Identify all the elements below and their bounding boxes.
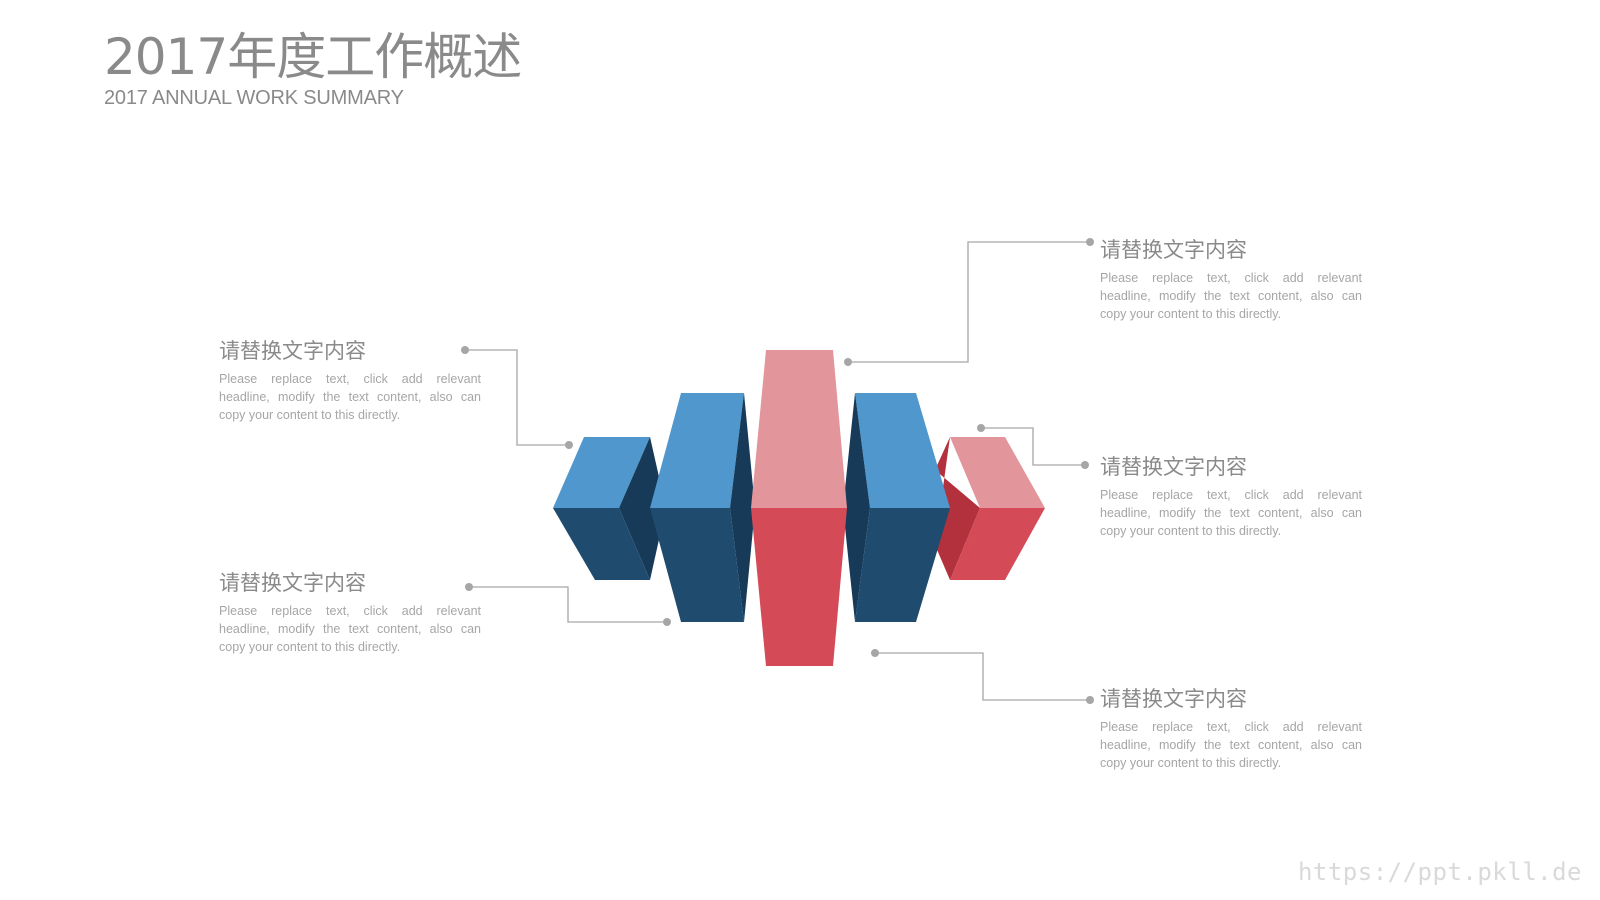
- callout-left-bottom: 请替换文字内容 Please replace text, click add r…: [219, 571, 481, 656]
- bar-4-top: [855, 393, 950, 508]
- callout-body: Please replace text, click add relevant …: [1100, 271, 1362, 322]
- bar-2-front: [650, 508, 744, 622]
- page-title: 2017年度工作概述: [104, 28, 522, 86]
- connector-left-top: [465, 349, 569, 446]
- connector-right-middle: [981, 427, 1085, 466]
- watermark: https://ppt.pkll.de: [1297, 858, 1582, 886]
- bar-3-front: [751, 508, 847, 666]
- bar-2: [650, 393, 755, 622]
- dot: [977, 424, 985, 432]
- dot: [1086, 238, 1094, 246]
- title-block: 2017年度工作概述 2017 ANNUAL WORK SUMMARY: [104, 28, 522, 110]
- callout-left-top: 请替换文字内容 Please replace text, click add r…: [219, 339, 481, 424]
- bar-4-side: [843, 393, 870, 622]
- dot: [465, 583, 473, 591]
- connector-dots: [461, 238, 1094, 704]
- dot: [844, 358, 852, 366]
- bar-4: [843, 393, 950, 622]
- dot: [1086, 696, 1094, 704]
- callout-body: Please replace text, click add relevant …: [1100, 488, 1362, 539]
- callout-right-bottom: 请替换文字内容 Please replace text, click add r…: [1100, 687, 1362, 772]
- bar-2-top: [650, 393, 744, 508]
- callout-right-top: 请替换文字内容 Please replace text, click add r…: [1100, 238, 1362, 323]
- callout-body: Please replace text, click add relevant …: [1100, 720, 1362, 771]
- bar-2-side: [730, 393, 755, 622]
- connectors: [465, 241, 1090, 701]
- callout-heading: 请替换文字内容: [1100, 238, 1247, 262]
- bar-5-side: [935, 437, 980, 580]
- callout-heading: 请替换文字内容: [1100, 687, 1247, 711]
- callout-body: Please replace text, click add relevant …: [219, 372, 481, 423]
- dot: [871, 649, 879, 657]
- bar-5-top: [950, 437, 1045, 508]
- bar-4-front: [855, 508, 950, 622]
- bar-5: [935, 437, 1045, 580]
- connector-left-bottom: [469, 586, 667, 623]
- bar-1: [553, 437, 666, 580]
- connector-right-top: [848, 241, 1090, 363]
- callout-heading: 请替换文字内容: [219, 571, 366, 595]
- bar-1-front: [553, 508, 650, 580]
- connector-right-bottom: [875, 652, 1090, 701]
- dot: [461, 346, 469, 354]
- bar-3-top: [751, 350, 847, 508]
- callout-heading: 请替换文字内容: [219, 339, 366, 363]
- bar-1-side: [619, 437, 666, 580]
- callout-body: Please replace text, click add relevant …: [219, 604, 481, 655]
- callout-right-middle: 请替换文字内容 Please replace text, click add r…: [1100, 455, 1362, 540]
- bar-3: [751, 350, 847, 666]
- dot: [1081, 461, 1089, 469]
- bar-5-front: [950, 508, 1045, 580]
- dot: [663, 618, 671, 626]
- page-subtitle: 2017 ANNUAL WORK SUMMARY: [104, 87, 404, 109]
- dot: [565, 441, 573, 449]
- callout-heading: 请替换文字内容: [1100, 455, 1247, 479]
- bar-1-top: [553, 437, 650, 508]
